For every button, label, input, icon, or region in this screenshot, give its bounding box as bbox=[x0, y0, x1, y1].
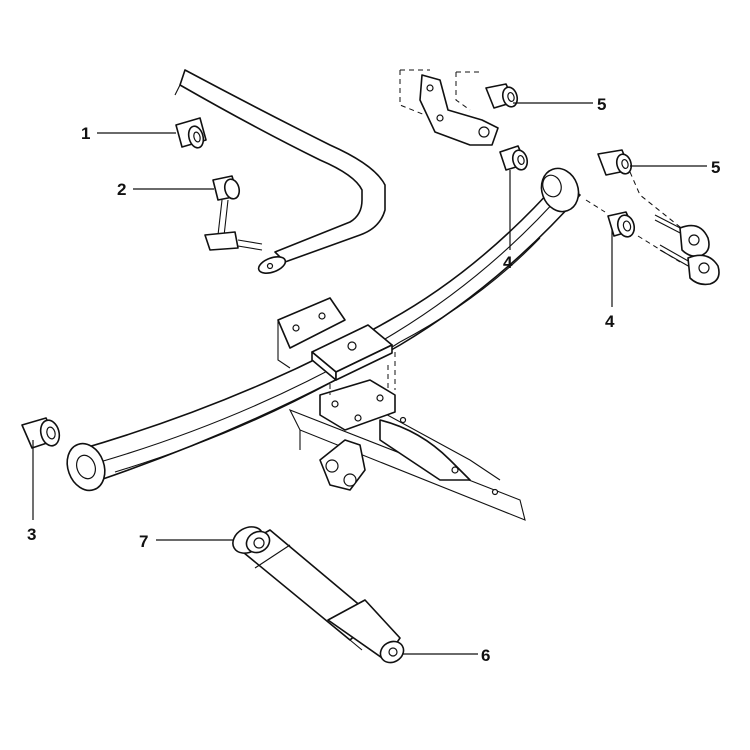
callout-3: 3 bbox=[27, 525, 36, 544]
stabilizer-bushing bbox=[175, 117, 207, 149]
stabilizer-link bbox=[204, 175, 263, 251]
callout-4a: 4 bbox=[503, 253, 513, 272]
callout-labels: 1 2 3 4 4 5 5 6 7 bbox=[27, 95, 720, 665]
callout-5b: 5 bbox=[711, 158, 720, 177]
spring-eye-bushing-right bbox=[607, 211, 636, 238]
callout-1: 1 bbox=[81, 124, 90, 143]
axle-mount-bracket bbox=[319, 365, 396, 431]
shackle-bushing-right bbox=[597, 149, 633, 176]
callout-4b: 4 bbox=[605, 312, 615, 331]
stabilizer-bar bbox=[174, 69, 386, 274]
spring-hanger-bracket bbox=[319, 439, 366, 491]
callout-5a: 5 bbox=[597, 95, 606, 114]
callout-2: 2 bbox=[117, 180, 126, 199]
leaf-spring bbox=[66, 167, 581, 492]
leader-lines bbox=[32, 102, 707, 655]
shock-absorber bbox=[232, 526, 405, 664]
frame-rail bbox=[288, 399, 526, 521]
shackle-plates bbox=[585, 171, 720, 286]
shackle-bracket bbox=[399, 69, 499, 146]
shackle-bushing-upper bbox=[485, 83, 519, 109]
callout-7: 7 bbox=[139, 532, 148, 551]
callout-6: 6 bbox=[481, 646, 490, 665]
front-spring-eye-bushing bbox=[21, 417, 61, 449]
axle-seat-pad bbox=[277, 297, 396, 390]
spring-eye-bushing-upper bbox=[499, 145, 529, 171]
